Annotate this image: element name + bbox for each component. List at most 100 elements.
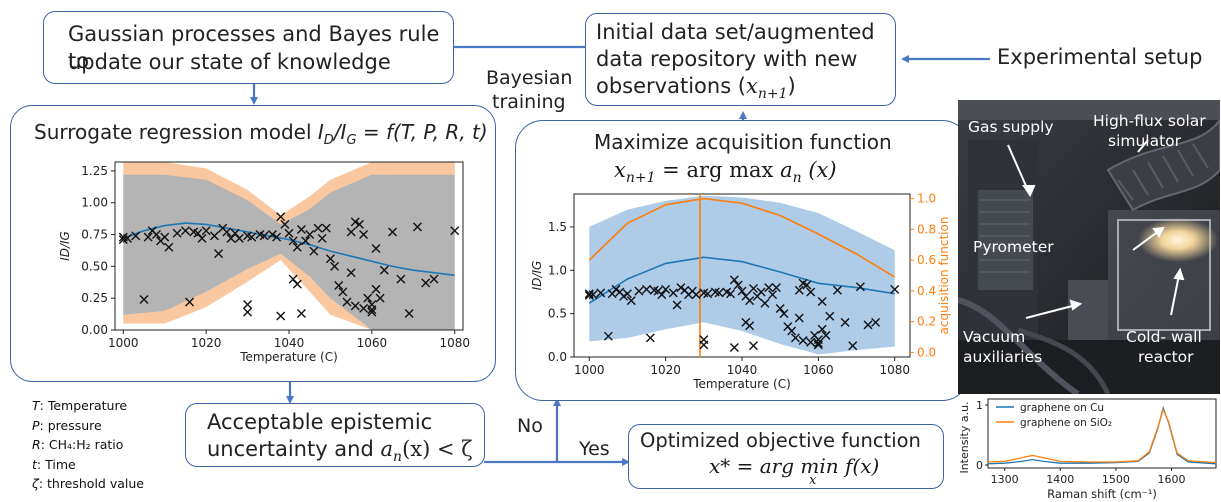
def-P: P: pressure [32, 416, 144, 436]
chart1-point [354, 219, 364, 229]
chart3-xtick-label: 1600 [1158, 473, 1186, 486]
chart2-point [890, 284, 900, 294]
chart2-point [798, 336, 808, 346]
experimental-setup-photo: Gas supply High-flux solar simulator Pyr… [958, 100, 1220, 394]
chart2-point [737, 286, 747, 296]
chart1-point [272, 232, 282, 242]
chart1-point [222, 227, 232, 237]
initial-math-x: x [746, 74, 758, 98]
chart1-xlabel: Temperature (C) [239, 350, 338, 364]
chart1-xtick-label: 1040 [274, 336, 305, 350]
chart1-point [429, 274, 439, 284]
chart1-point [296, 224, 306, 234]
chart2-mean-line [588, 256, 895, 304]
chart2-point [817, 324, 827, 334]
chart1-ytick-label: 1.00 [81, 196, 108, 210]
training-label: training [492, 91, 566, 113]
gaussian-process-box: Gaussian processes and Bayes rule to upd… [43, 11, 454, 84]
chart2-point [806, 337, 816, 347]
chart1-point [234, 233, 244, 243]
chart2-point [756, 287, 766, 297]
chart2-y2tick-label: 1.0 [917, 192, 936, 206]
chart1-ytick-label: 1.25 [81, 164, 108, 178]
surrogate-ratio-i: I [317, 120, 324, 144]
chart2-point [668, 288, 678, 298]
chart1-xtick-label: 1060 [357, 336, 388, 350]
chart1-point [396, 274, 406, 284]
chart2-xtick-label: 1080 [879, 363, 910, 377]
chart2-point [703, 289, 713, 299]
photo-label-gas-supply: Gas supply [968, 118, 1054, 136]
chart3-legend-label: graphene on SiO₂ [1020, 417, 1112, 429]
surrogate-title-text: Surrogate regression model [34, 120, 318, 144]
surrogate-model-box: Surrogate regression model ID/IG = f(T, … [10, 105, 496, 382]
chart1-point [359, 303, 369, 313]
chart1-point [367, 307, 377, 317]
chart2-acquisition-line [588, 197, 896, 278]
chart2-point [726, 289, 736, 299]
chart2-point [832, 285, 842, 295]
def-R: R: CH₄:H₂ ratio [32, 435, 144, 455]
surrogate-slash: /I [333, 120, 347, 144]
chart1-point [309, 246, 319, 256]
chart1-point [131, 231, 141, 241]
chart2-point [645, 333, 655, 343]
chart1-point [371, 284, 381, 294]
chart2-point [642, 284, 652, 294]
chart1-point [346, 268, 356, 278]
chart1-point [296, 308, 306, 318]
chart1-point [139, 294, 149, 304]
chart2-ylabel: ID/IG [530, 261, 544, 291]
chart1-point [359, 230, 369, 240]
acq-formula: xn+1 = arg max an (x) [614, 158, 837, 186]
initial-line-2: data repository with new [596, 47, 858, 71]
chart2-point [825, 311, 835, 321]
chart1-point [325, 254, 335, 264]
chart2-point [794, 313, 804, 323]
def-zeta-text: : threshold value [38, 476, 144, 491]
chart1-point [276, 311, 286, 321]
chart2-point [775, 303, 785, 313]
chart2-point [699, 340, 709, 350]
chart1-point [201, 226, 211, 236]
accept-line-2-text: uncertainty and [207, 437, 381, 461]
accept-a-sub: n [393, 449, 403, 466]
chart1-point [338, 287, 348, 297]
def-zeta-sym: ζ [32, 476, 39, 491]
chart2-point [729, 275, 739, 285]
def-T-text: : Temperature [39, 398, 128, 413]
chart1-point [350, 217, 360, 227]
chart2-point [771, 283, 781, 293]
chart2-point [691, 290, 701, 300]
chart2-xtick-label: 1040 [727, 363, 758, 377]
chart2-point [806, 287, 816, 297]
chart1-point [185, 297, 195, 307]
chart1-point [180, 226, 190, 236]
chart1-point [214, 249, 224, 259]
chart3-xtick-label: 1500 [1102, 473, 1130, 486]
chart1-point [160, 232, 170, 242]
chart2-point [745, 296, 755, 306]
acq-formula-a-sub: n [792, 170, 802, 187]
chart1-point [247, 232, 257, 242]
photo-label-vacuum-2: auxiliaries [963, 348, 1043, 366]
chart1-point [143, 232, 153, 242]
chart1-point [450, 226, 460, 236]
def-R-sym: R [32, 437, 41, 452]
initial-line-3-text: observations ( [596, 74, 747, 98]
acquisition-box: Maximize acquisition function xn+1 = arg… [515, 120, 970, 401]
accept-rest: (x) < ζ [402, 437, 473, 461]
chart1-ylabel: ID/IG [58, 231, 72, 261]
acceptable-uncertainty-box: Acceptable epistemic uncertainty and an(… [185, 403, 485, 467]
chart2-point [611, 284, 621, 294]
chart2-point [733, 280, 743, 290]
chart1-point [313, 223, 323, 233]
bayesian-label: Bayesian [486, 67, 573, 89]
initial-data-box: Initial data set/augmented data reposito… [585, 13, 896, 106]
chart2-xlabel: Temperature (C) [692, 377, 791, 391]
chart2-point [813, 335, 823, 345]
chart2-point [657, 290, 667, 300]
chart2-point [779, 309, 789, 319]
